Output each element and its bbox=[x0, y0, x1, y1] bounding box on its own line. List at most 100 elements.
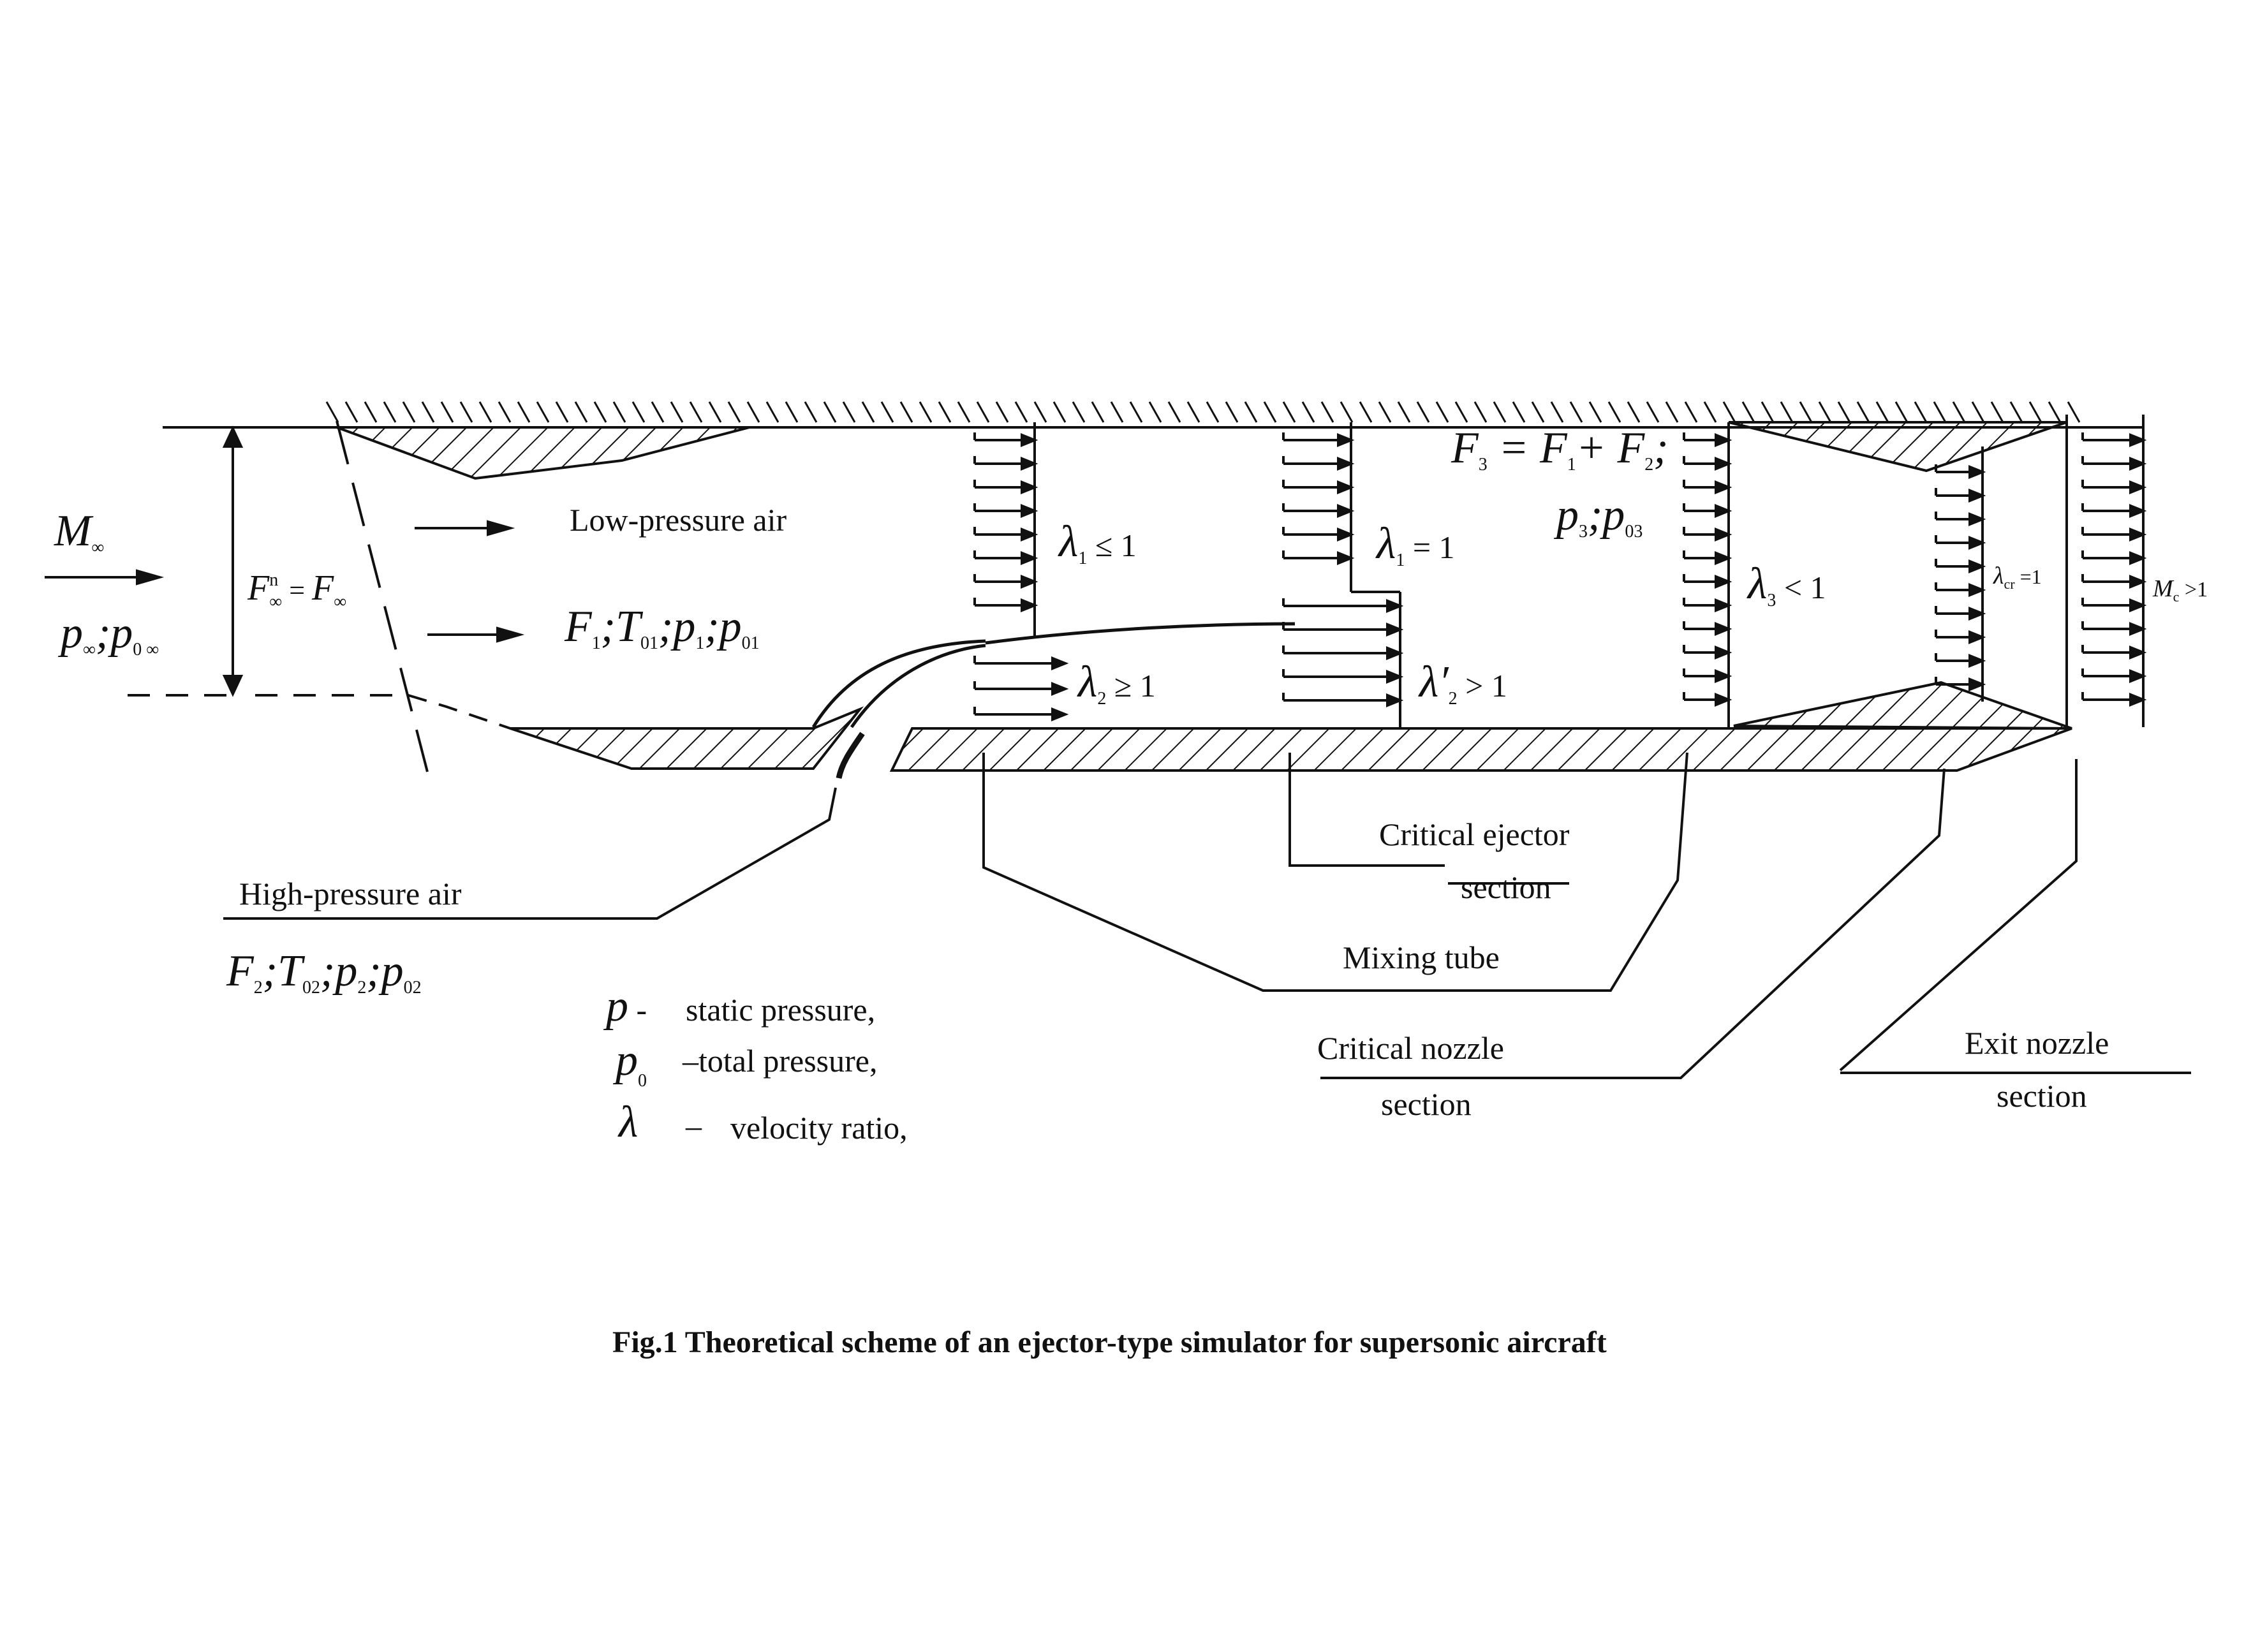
wall-hatch-tick bbox=[1320, 401, 1334, 423]
wall-hatch-tick bbox=[1818, 401, 1832, 423]
wall-hatch-tick bbox=[1473, 401, 1488, 423]
wall-hatch-tick bbox=[1665, 401, 1679, 423]
wall-hatch-tick bbox=[1225, 401, 1239, 423]
leader-lines bbox=[223, 752, 2191, 1079]
critical-nozzle-section-label-2: section bbox=[1381, 1086, 1472, 1122]
lambda3-label: λ3 < 1 bbox=[1746, 559, 1826, 610]
velocity-profiles bbox=[973, 415, 2147, 727]
wall-hatch-tick bbox=[804, 401, 818, 423]
velocity-arrowhead bbox=[1337, 433, 1355, 447]
velocity-arrowhead bbox=[1386, 599, 1404, 613]
profile-section-3 bbox=[1683, 432, 1732, 707]
wall-hatch-tick bbox=[1894, 401, 1909, 423]
velocity-arrowhead bbox=[2129, 598, 2147, 612]
wall-hatch-tick bbox=[1856, 401, 1870, 423]
wall-hatch-tick bbox=[344, 401, 358, 423]
lambda2-prime-label: λ′2 > 1 bbox=[1418, 658, 1507, 709]
wall-hatch-tick bbox=[1780, 401, 1794, 423]
velocity-arrowhead bbox=[1968, 630, 1986, 644]
velocity-arrowhead bbox=[1968, 536, 1986, 550]
wall-hatch-tick bbox=[459, 401, 473, 423]
wall-hatch-tick bbox=[2028, 401, 2042, 423]
wall-hatch-tick bbox=[1607, 401, 1621, 423]
wall-hatch-tick bbox=[957, 401, 971, 423]
velocity-arrowhead bbox=[1386, 670, 1404, 684]
velocity-arrowhead bbox=[1715, 622, 1732, 636]
legend-lambda-symbol: λ bbox=[617, 1098, 638, 1147]
lambda1-le-label: λ1 ≤ 1 bbox=[1058, 517, 1137, 568]
velocity-arrowhead bbox=[1715, 693, 1732, 707]
wall-hatch-tick bbox=[1454, 401, 1468, 423]
velocity-arrowhead bbox=[1715, 551, 1732, 565]
legend-p-text: static pressure, bbox=[686, 992, 875, 1028]
wall-hatch-tick bbox=[1110, 401, 1124, 423]
wall-hatch-tick bbox=[1952, 401, 1966, 423]
legend-lambda-text: velocity ratio, bbox=[730, 1110, 908, 1146]
lower-wall bbox=[510, 681, 2072, 772]
exit-mach-label: Mc >1 bbox=[2152, 575, 2208, 605]
velocity-arrowhead bbox=[1021, 480, 1038, 494]
velocity-arrowhead bbox=[1715, 457, 1732, 471]
high-pressure-duct bbox=[811, 622, 1296, 779]
wall-hatch-tick bbox=[440, 401, 454, 423]
inlet-flow-arrows bbox=[45, 520, 525, 643]
critical-nozzle-section-label: Critical nozzle bbox=[1317, 1030, 1504, 1066]
stream-tube bbox=[128, 420, 511, 772]
velocity-arrowhead bbox=[1968, 512, 1986, 526]
velocity-arrowhead bbox=[2129, 527, 2147, 542]
velocity-arrowhead bbox=[1968, 583, 1986, 597]
lower-nozzle-throat bbox=[1733, 681, 2072, 730]
wall-hatch-tick bbox=[498, 401, 512, 423]
wall-hatch-tick bbox=[727, 401, 741, 423]
critical-ejector-section-label: Critical ejector bbox=[1379, 816, 1570, 852]
wall-hatch-tick bbox=[1359, 401, 1373, 423]
high-pressure-parameters: F2;T02;p2;p02 bbox=[226, 947, 422, 998]
wall-hatch-tick bbox=[2067, 401, 2081, 423]
profile-section-2 bbox=[1282, 432, 1404, 707]
velocity-arrowhead bbox=[1021, 551, 1038, 565]
wall-hatch-tick bbox=[1244, 401, 1258, 423]
wall-hatch-tick bbox=[1397, 401, 1411, 423]
wall-hatch-tick bbox=[1493, 401, 1507, 423]
profile-section-1 bbox=[973, 432, 1069, 721]
wall-hatch-tick bbox=[1933, 401, 1947, 423]
velocity-arrowhead bbox=[1021, 457, 1038, 471]
wall-hatch-tick bbox=[708, 401, 722, 423]
velocity-arrowhead bbox=[1021, 433, 1038, 447]
low-pressure-air-label: Low-pressure air bbox=[570, 502, 786, 538]
wall-hatch-tick bbox=[364, 401, 378, 423]
wall-hatch-tick bbox=[1416, 401, 1430, 423]
lambda1-eq-label: λ1 = 1 bbox=[1375, 519, 1455, 570]
velocity-arrowhead bbox=[1051, 682, 1069, 696]
wall-hatch-tick bbox=[880, 401, 894, 423]
wall-hatch-tick bbox=[421, 401, 435, 423]
wall-hatch-tick bbox=[823, 401, 837, 423]
wall-hatch-tick bbox=[2048, 401, 2062, 423]
wall-hatch-tick bbox=[919, 401, 933, 423]
wall-hatch-tick bbox=[1512, 401, 1526, 423]
wall-hatch-tick bbox=[1435, 401, 1449, 423]
wall-hatch-tick bbox=[1627, 401, 1641, 423]
velocity-arrowhead bbox=[1386, 646, 1404, 660]
wall-hatch-tick bbox=[536, 401, 550, 423]
wall-hatch-tick bbox=[1914, 401, 1928, 423]
velocity-arrowhead bbox=[1021, 575, 1038, 589]
wall-hatch-tick bbox=[670, 401, 684, 423]
velocity-arrowhead bbox=[1968, 654, 1986, 668]
velocity-arrowhead bbox=[2129, 622, 2147, 636]
velocity-arrowhead bbox=[1337, 551, 1355, 565]
wall-hatch-tick bbox=[1722, 401, 1736, 423]
wall-hatch-tick bbox=[651, 401, 665, 423]
velocity-arrowhead bbox=[2129, 504, 2147, 518]
wall-hatch-tick bbox=[402, 401, 416, 423]
wall-hatch-tick bbox=[1186, 401, 1200, 423]
velocity-arrowhead bbox=[2129, 693, 2147, 707]
wall-hatch-tick bbox=[842, 401, 856, 423]
velocity-arrowhead bbox=[1337, 457, 1355, 471]
critical-ejector-section-label-2: section bbox=[1461, 869, 1551, 905]
velocity-arrowhead bbox=[1021, 527, 1038, 542]
freestream-mach-label: M∞ bbox=[54, 506, 104, 557]
wall-hatch-tick bbox=[1646, 401, 1660, 423]
velocity-arrowhead bbox=[1968, 607, 1986, 621]
lower-mixing-wall bbox=[889, 727, 2072, 772]
